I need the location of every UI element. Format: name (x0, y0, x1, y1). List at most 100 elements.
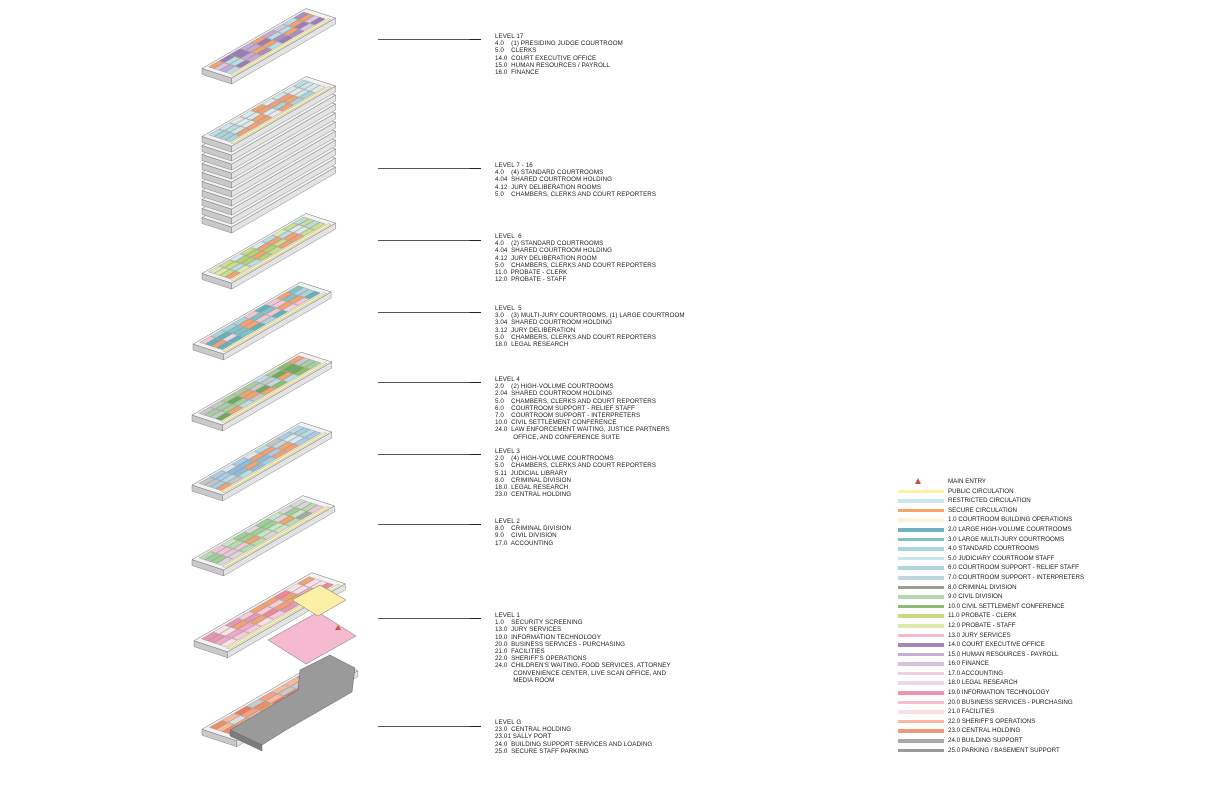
legend-swatch (898, 748, 944, 753)
leader-line (378, 168, 470, 169)
program-room (298, 13, 315, 22)
legend-label: 17.0 ACCOUNTING (948, 669, 1004, 677)
level-title: LEVEL G (495, 719, 522, 726)
program-room (221, 323, 238, 332)
program-room (304, 291, 321, 300)
program-room (293, 79, 310, 88)
level-program-item: 2.0 (2) HIGH-VOLUME COURTROOMS (495, 383, 614, 391)
program-room (229, 263, 246, 272)
level-program-item: 24.0 CHILDREN'S WAITING, FOOD SERVICES, … (495, 662, 671, 670)
program-room (210, 555, 228, 564)
level-program-item: 21.0 FACILITIES (495, 648, 545, 656)
level-program-item: 10.0 CIVIL SETTLEMENT CONFERENCE (495, 419, 617, 427)
level-title: LEVEL 4 (495, 376, 520, 383)
level-program-item: 15.0 HUMAN RESOURCES / PAYROLL (495, 61, 610, 69)
program-room (216, 341, 233, 350)
program-room (249, 604, 268, 614)
program-room (293, 367, 311, 376)
program-room (299, 429, 316, 438)
program-room (277, 686, 297, 696)
legend-swatch (898, 547, 944, 551)
program-room (282, 232, 299, 241)
program-room (209, 400, 227, 409)
program-room (219, 64, 236, 73)
program-room (234, 255, 251, 264)
program-room (215, 402, 232, 411)
level-title: LEVEL 17 (495, 33, 524, 40)
level-program-item: 20.0 BUSINESS SERVICES - PURCHASING (495, 640, 626, 648)
program-room (207, 634, 226, 644)
program-room (243, 451, 260, 460)
leader-line (378, 726, 470, 727)
program-room (293, 437, 311, 446)
program-room (261, 235, 278, 244)
jury-services-wing (267, 611, 357, 665)
program-room (208, 265, 225, 274)
legend-label: 13.0 JURY SERVICES (948, 631, 1011, 639)
program-room (232, 327, 250, 336)
program-room (289, 509, 307, 518)
program-room (282, 433, 299, 442)
program-room (244, 535, 262, 545)
program-room (271, 310, 288, 319)
program-room (273, 601, 292, 611)
program-room (227, 335, 244, 344)
legend-swatch (898, 652, 944, 657)
legend-label: MAIN ENTRY (948, 478, 987, 485)
program-room (304, 431, 322, 440)
level-program-item: 11.0 PROBATE - CLERK (495, 269, 568, 277)
program-room (204, 553, 222, 562)
program-room (282, 443, 299, 453)
program-room (260, 456, 277, 465)
program-room (224, 124, 241, 133)
level-program-item: OFFICE, AND CONFERENCE SUITE (495, 433, 620, 441)
program-room (216, 331, 233, 340)
program-room (229, 253, 246, 262)
program-room (261, 107, 278, 116)
leader-tick (470, 618, 481, 619)
leader-line (378, 524, 470, 525)
level-program-item: 13.0 JURY SERVICES (495, 626, 562, 634)
program-room (303, 578, 322, 588)
parking-edge (229, 729, 263, 752)
leader-line (378, 240, 470, 241)
program-room (254, 385, 272, 394)
program-room (248, 393, 266, 402)
level-title: LEVEL 3 (495, 448, 520, 455)
program-room (295, 501, 313, 510)
program-room (243, 310, 260, 319)
leader-tick (470, 168, 481, 169)
program-room (254, 455, 272, 464)
program-room (204, 478, 221, 488)
program-room (243, 320, 261, 329)
program-room (279, 592, 298, 602)
legend-label: 10.0 CIVIL SETTLEMENT CONFERENCE (948, 602, 1065, 610)
program-room (237, 469, 255, 478)
legend-swatch (898, 575, 944, 580)
program-room (265, 378, 283, 387)
program-room (282, 373, 299, 383)
program-room (224, 271, 241, 279)
program-room (225, 618, 244, 628)
program-room (248, 383, 266, 392)
program-room (243, 613, 262, 623)
program-room (215, 546, 233, 556)
program-room (282, 303, 299, 312)
level-program-item: 9.0 CIVIL DIVISION (495, 532, 557, 540)
legend-swatch (898, 537, 944, 542)
program-room (298, 81, 315, 90)
program-room (208, 128, 225, 137)
level-program-item: 2.0 (4) HIGH-VOLUME COURTROOMS (495, 455, 614, 463)
level-title: LEVEL 2 (495, 518, 520, 525)
program-room (240, 42, 256, 51)
program-room (256, 243, 273, 251)
program-room (306, 504, 324, 514)
legend-swatch (898, 681, 944, 686)
program-room (238, 329, 255, 338)
level-program-item: 7.0 COURTROOM SUPPORT - INTERPRETERS (495, 412, 641, 420)
program-room (224, 134, 241, 142)
leader-line (378, 382, 470, 383)
program-room (201, 632, 219, 641)
